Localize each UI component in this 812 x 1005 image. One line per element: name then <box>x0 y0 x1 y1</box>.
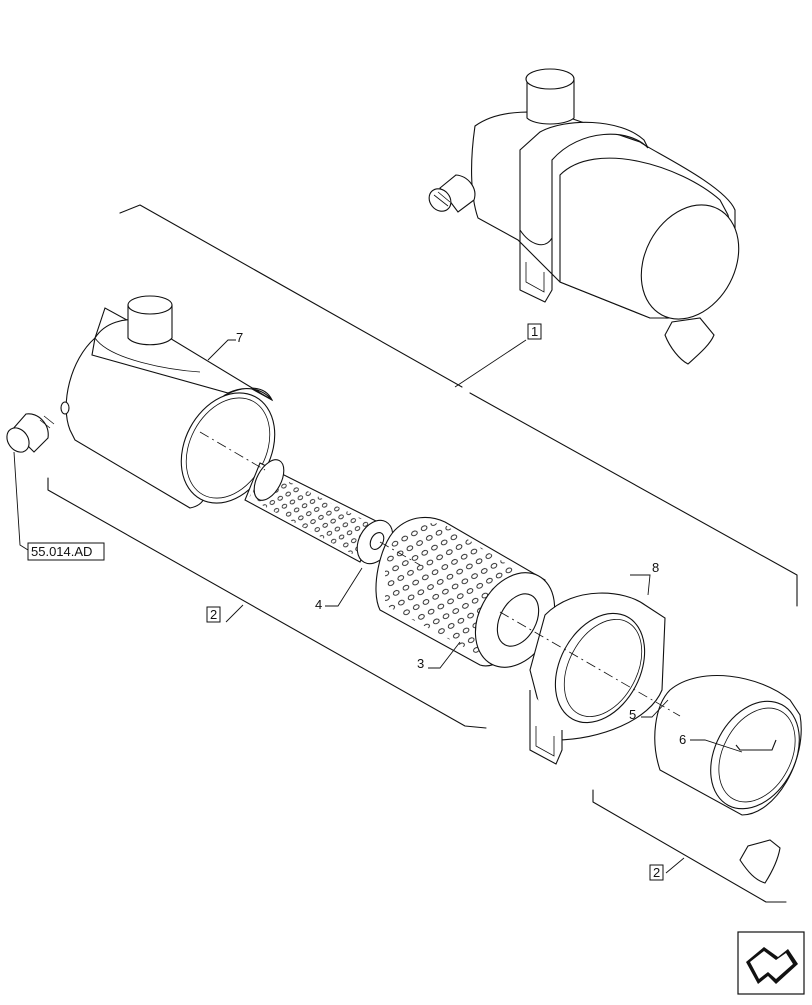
reference-link[interactable]: 55.014.AD <box>31 544 92 559</box>
housing-part <box>60 295 276 509</box>
cover-part <box>654 674 802 816</box>
callout-housing: 7 <box>236 330 243 345</box>
callout-subassembly-left: 2 <box>210 607 217 622</box>
center-axis <box>199 431 681 717</box>
callout-cover: 5 <box>629 707 636 722</box>
callout-leaders <box>207 339 743 874</box>
callout-assembly: 1 <box>531 324 538 339</box>
callout-valve: 6 <box>679 732 686 747</box>
inner-cartridge-part <box>244 459 394 565</box>
reference-box <box>27 542 105 561</box>
bracket-part <box>529 592 666 765</box>
outer-cartridge-part <box>375 516 556 668</box>
assembled-air-filter <box>428 68 740 365</box>
callout-bracket: 8 <box>652 560 659 575</box>
callout-box-assembly <box>527 323 542 340</box>
dust-valve-part <box>735 739 781 884</box>
callout-box-subassembly-right <box>649 864 664 881</box>
callout-subassembly-right: 2 <box>653 865 660 880</box>
callout-box-subassembly-left <box>206 606 221 623</box>
next-page-arrow-icon[interactable] <box>737 931 805 995</box>
callout-cartridge-outer: 3 <box>417 656 424 671</box>
callout-labels: 1 2 2 3 4 5 6 7 8 55.014.AD <box>27 323 686 881</box>
callout-cartridge-inner: 4 <box>315 597 322 612</box>
restriction-sensor <box>6 413 55 551</box>
group-bracket-lines <box>47 204 798 903</box>
